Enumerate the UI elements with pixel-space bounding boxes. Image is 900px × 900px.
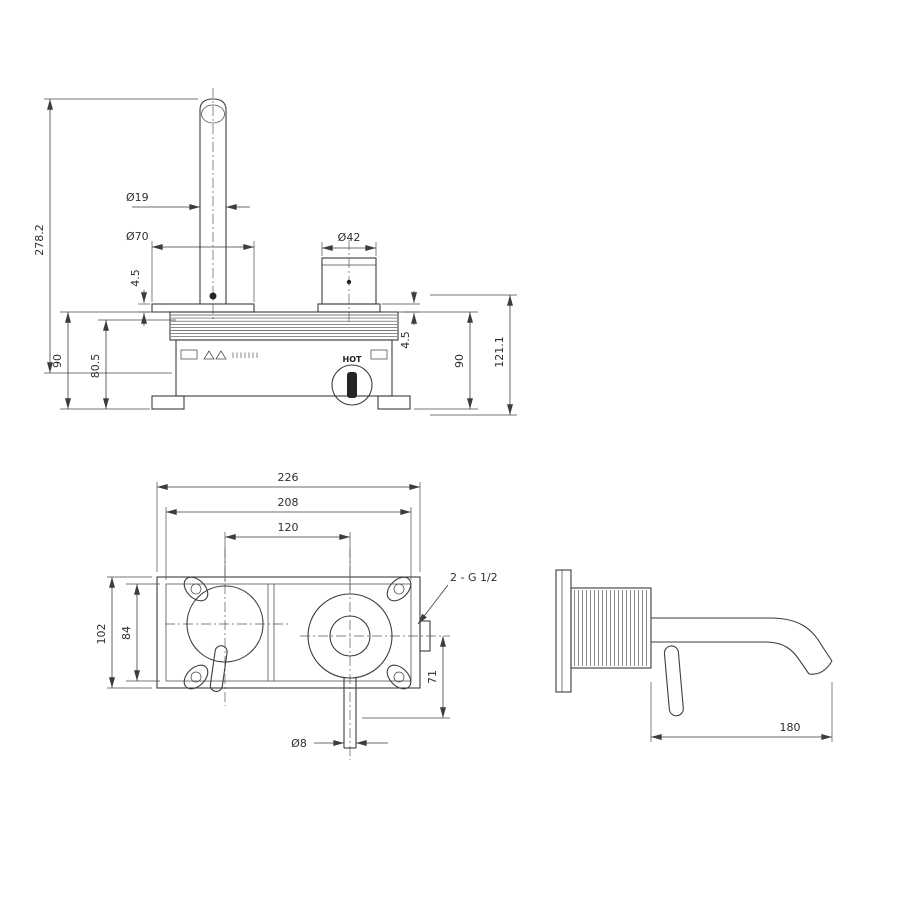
dim-label-handle-escutcheon-thickness: 4.5: [399, 331, 412, 349]
dim-label-plate-height-left: 90: [51, 354, 64, 368]
wall-plate: [169, 311, 399, 341]
dim-label-outlet-drop: 71: [426, 670, 439, 684]
thread-leader-line: [417, 584, 449, 625]
outlet-ring: [307, 593, 393, 679]
wall-plate-hatch: [171, 314, 397, 338]
dim-label-outer-height: 102: [95, 624, 108, 645]
supply-pipe: [343, 678, 357, 749]
knob-slot: [347, 372, 357, 398]
screw-hole: [190, 583, 202, 595]
rough-in-view: 226 208 120 102 84 71: [95, 471, 498, 760]
screw-hole: [393, 583, 405, 595]
dim-overall-height-right: 121.1: [430, 294, 517, 416]
spout-cut-ellipse: [201, 104, 225, 124]
screw-hole: [393, 671, 405, 683]
dim-center-distance: 120: [224, 521, 351, 590]
hot-label: HOT: [343, 355, 362, 364]
handle-pin: [346, 279, 352, 285]
dim-inner-height: 84: [120, 583, 160, 682]
dim-body-height: 80.5: [89, 319, 176, 409]
thread-callout-label: 2 - G 1/2: [450, 571, 498, 584]
dim-pipe-diameter: Ø8: [291, 737, 388, 750]
mounting-ear-bottom-left: [183, 664, 209, 690]
dim-label-inner-width: 208: [278, 496, 299, 509]
dim-label-handle-diameter: Ø42: [338, 231, 361, 244]
lever-profile: [663, 645, 684, 717]
dim-label-escutcheon-diameter: Ø70: [126, 230, 149, 243]
dim-plate-height-right: 90: [402, 311, 478, 410]
front-elevation-view: HOT 278.2 90 80.5: [33, 88, 517, 416]
threaded-body: [570, 587, 652, 669]
dim-label-spout-diameter: Ø19: [126, 191, 149, 204]
spout-tip-opening: [808, 660, 833, 675]
side-profile-view: 180: [555, 569, 833, 742]
body-port-left: [180, 349, 198, 360]
dim-total-height: 278.2: [33, 98, 198, 374]
mixer-body: [175, 339, 393, 397]
handle-block: [321, 257, 377, 305]
dim-label-overall-height-right: 121.1: [493, 336, 506, 368]
body-port-right: [370, 349, 388, 360]
dim-label-center-distance: 120: [278, 521, 299, 534]
wall-plate-side: [555, 569, 572, 693]
spout-escutcheon: [151, 303, 255, 313]
dim-label-body-height: 80.5: [89, 354, 102, 379]
dim-outer-width: 226: [156, 471, 421, 572]
mounting-foot-right: [377, 395, 411, 410]
dim-label-spout-reach: 180: [780, 721, 801, 734]
mounting-ear-bottom-right: [386, 664, 412, 690]
mounting-ear-top-right: [386, 576, 412, 602]
dim-label-pipe-diameter: Ø8: [291, 737, 307, 750]
mounting-ear-top-left: [183, 576, 209, 602]
temperature-knob: [331, 364, 373, 406]
mounting-foot-left: [151, 395, 185, 410]
dim-label-outer-width: 226: [278, 471, 299, 484]
spout-profile: [651, 617, 833, 675]
dim-label-plate-height-right: 90: [453, 354, 466, 368]
screw-hole: [190, 671, 202, 683]
spout-pipe: [199, 98, 227, 304]
dim-escutcheon-diameter: Ø70: [126, 230, 255, 302]
dim-inner-width: 208: [165, 496, 412, 580]
dim-escutcheon-thickness: 4.5: [129, 269, 150, 326]
cartridge-circle: [186, 585, 264, 692]
dim-label-inner-height: 84: [120, 626, 133, 640]
dim-outer-height: 102: [95, 576, 152, 689]
rough-in-box-inner: [165, 583, 412, 682]
dim-label-total-height: 278.2: [33, 224, 46, 256]
dim-spout-diameter: Ø19: [126, 191, 250, 210]
dim-label-escutcheon-thickness: 4.5: [129, 269, 142, 287]
certification-marks: [203, 350, 258, 360]
thread-callout: 2 - G 1/2: [417, 571, 498, 625]
dim-outlet-drop: 71: [362, 636, 450, 719]
aerator-dot: [209, 292, 217, 300]
dim-spout-reach: 180: [650, 682, 833, 742]
spout-outline: [199, 98, 227, 304]
cartridge-lever: [209, 645, 228, 692]
threaded-body-hatch: [574, 590, 647, 666]
dim-handle-diameter: Ø42: [321, 231, 377, 256]
dim-plate-height-left: 90: [51, 311, 168, 410]
